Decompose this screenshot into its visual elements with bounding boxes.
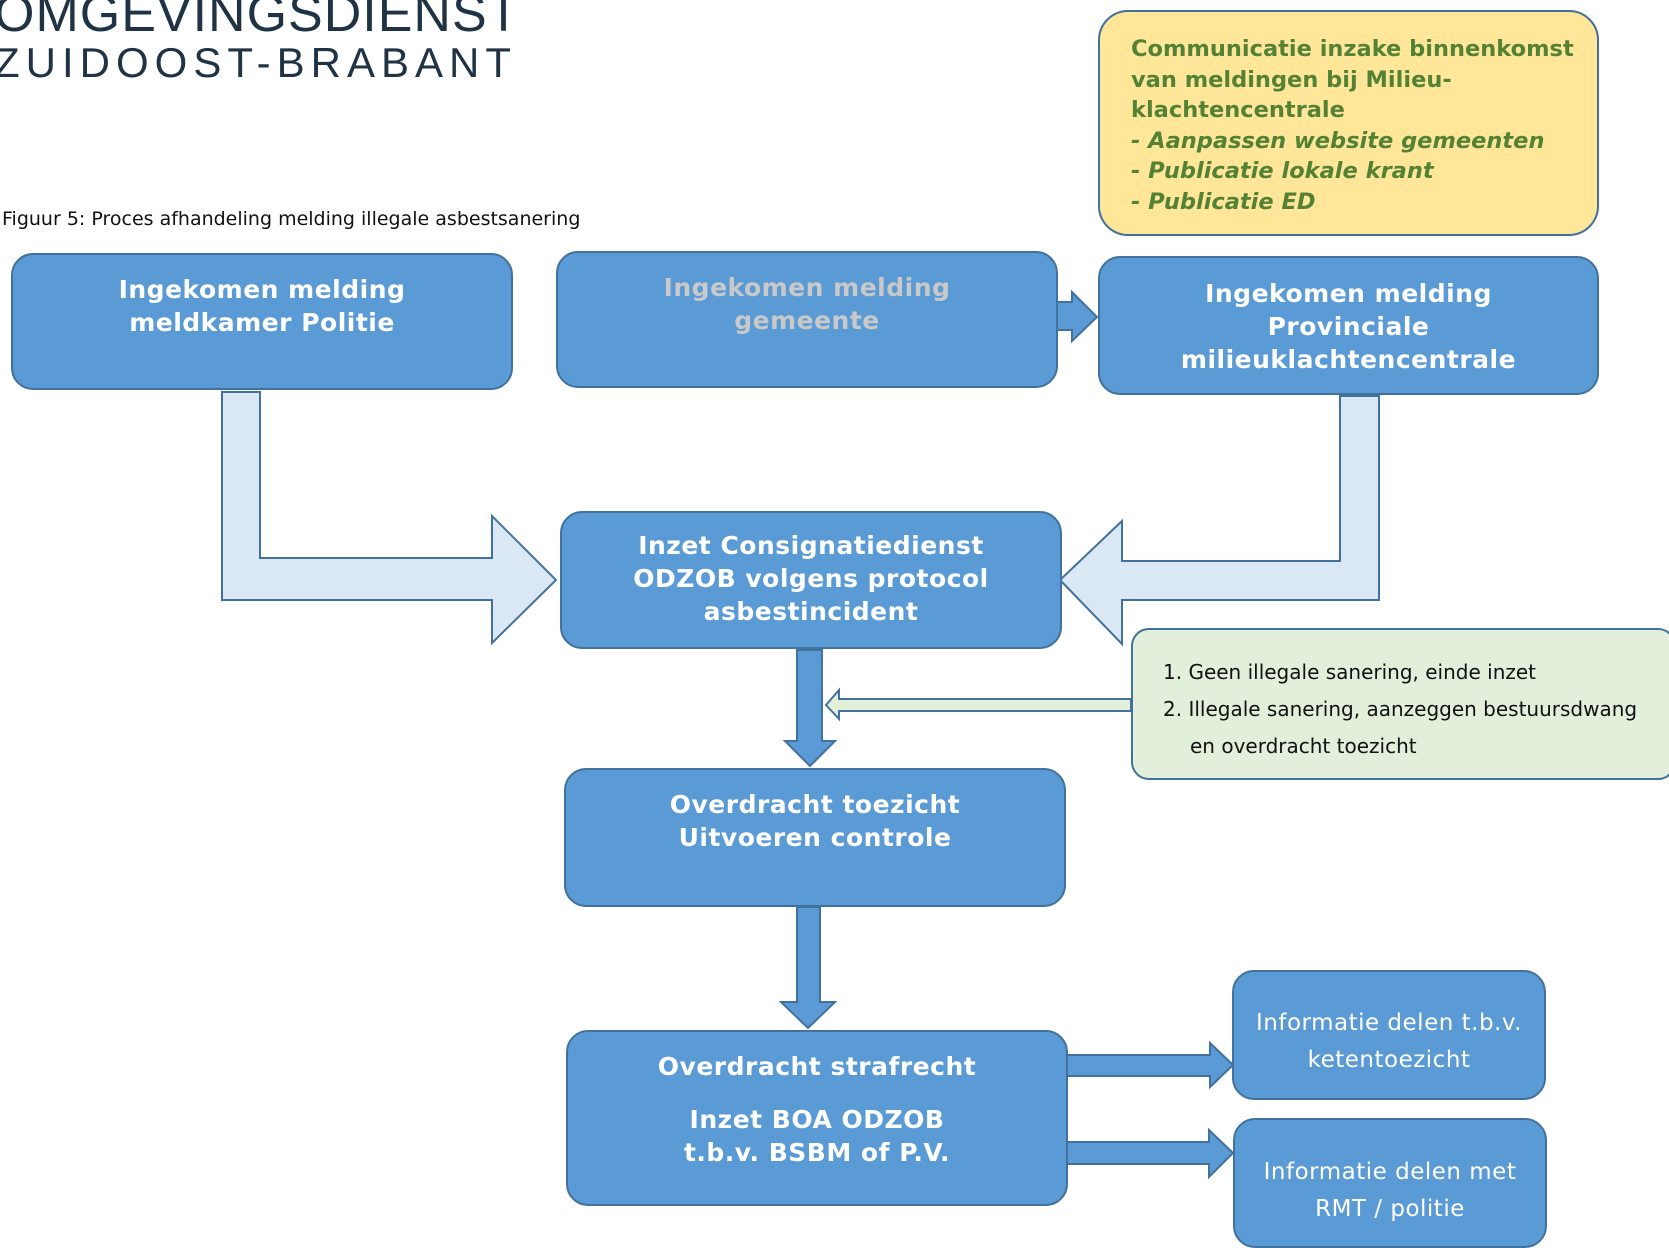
box-melding-gemeente: Ingekomen melding gemeente [556, 251, 1058, 388]
logo-line-2: ZUIDOOST-BRABANT [0, 39, 518, 86]
box-strafrecht-line-1: Inzet BOA ODZOB [689, 1105, 945, 1134]
box-inzet-consignatiedienst: Inzet Consignatiedienst ODZOB volgens pr… [560, 511, 1062, 649]
communication-item-1: - Aanpassen website gemeenten [1131, 127, 1545, 154]
box-provinciale-line-3: milieuklachtencentrale [1180, 345, 1517, 374]
logo-line-1: OMGEVINGSDIENST [0, 0, 521, 43]
arrow-outcome-to-flow [824, 687, 1132, 722]
box-informatie-ketentoezicht: Informatie delen t.b.v. ketentoezicht [1232, 970, 1546, 1100]
communication-heading-3: klachtencentrale [1131, 97, 1345, 123]
arrow-consignatie-to-toezicht [782, 649, 838, 768]
box-keten-line-2: ketentoezicht [1307, 1047, 1471, 1073]
outcome-item-2: 2. Illegale sanering, aanzeggen bestuurs… [1163, 697, 1638, 721]
box-consignatie-line-2: ODZOB volgens protocol [633, 564, 989, 593]
box-toezicht-line-1: Overdracht toezicht [669, 790, 961, 819]
outcome-item-2-continued: en overdracht toezicht [1190, 734, 1417, 758]
box-overdracht-toezicht: Overdracht toezicht Uitvoeren controle [564, 768, 1066, 907]
box-provinciale-line-2: Provinciale [1267, 312, 1430, 341]
logo: OMGEVINGSDIENST ZUIDOOST-BRABANT [0, 0, 520, 84]
outcome-item-1: 1. Geen illegale sanering, einde inzet [1163, 660, 1537, 684]
arrow-strafrecht-to-rmt [1063, 1127, 1235, 1180]
box-strafrecht-title: Overdracht strafrecht [657, 1052, 977, 1081]
communication-item-2: - Publicatie lokale krant [1131, 158, 1434, 184]
box-informatie-rmt-politie: Informatie delen met RMT / politie [1233, 1118, 1547, 1248]
box-consignatie-line-3: asbestincident [703, 597, 919, 626]
box-politie-line-1: Ingekomen melding [118, 275, 406, 304]
box-consignatie-line-1: Inzet Consignatiedienst [638, 531, 984, 560]
arrow-toezicht-to-strafrecht [778, 906, 838, 1030]
box-keten-line-1: Informatie delen t.b.v. [1255, 1010, 1522, 1036]
arrow-gemeente-to-provinciale [1056, 289, 1099, 344]
communication-note: Communicatie inzake binnenkomst van meld… [1098, 10, 1599, 236]
box-provinciale-line-1: Ingekomen melding [1205, 279, 1492, 308]
arrow-politie-to-consignatie [221, 391, 558, 646]
communication-heading-2: van meldingen bij Milieu- [1131, 66, 1452, 93]
communication-heading-1: Communicatie inzake binnenkomst [1131, 36, 1574, 62]
arrow-strafrecht-to-keten [1066, 1040, 1235, 1090]
box-rmt-line-1: Informatie delen met [1263, 1159, 1517, 1185]
box-gemeente-line-2: gemeente [734, 306, 880, 335]
box-melding-provinciale: Ingekomen melding Provinciale milieuklac… [1098, 256, 1599, 395]
figure-caption: Figuur 5: Proces afhandeling melding ill… [2, 208, 581, 230]
communication-item-3: - Publicatie ED [1131, 188, 1316, 215]
outcome-note: 1. Geen illegale sanering, einde inzet 2… [1131, 628, 1669, 780]
box-gemeente-line-1: Ingekomen melding [663, 273, 951, 302]
box-overdracht-strafrecht: Overdracht strafrecht Inzet BOA ODZOB t.… [566, 1030, 1068, 1206]
arrow-provinciale-to-consignatie [1058, 395, 1380, 647]
box-melding-politie: Ingekomen melding meldkamer Politie [11, 253, 513, 390]
box-politie-line-2: meldkamer Politie [129, 308, 395, 337]
box-rmt-line-2: RMT / politie [1315, 1196, 1465, 1222]
box-toezicht-line-2: Uitvoeren controle [678, 823, 952, 852]
box-strafrecht-line-2: t.b.v. BSBM of P.V. [683, 1138, 951, 1167]
